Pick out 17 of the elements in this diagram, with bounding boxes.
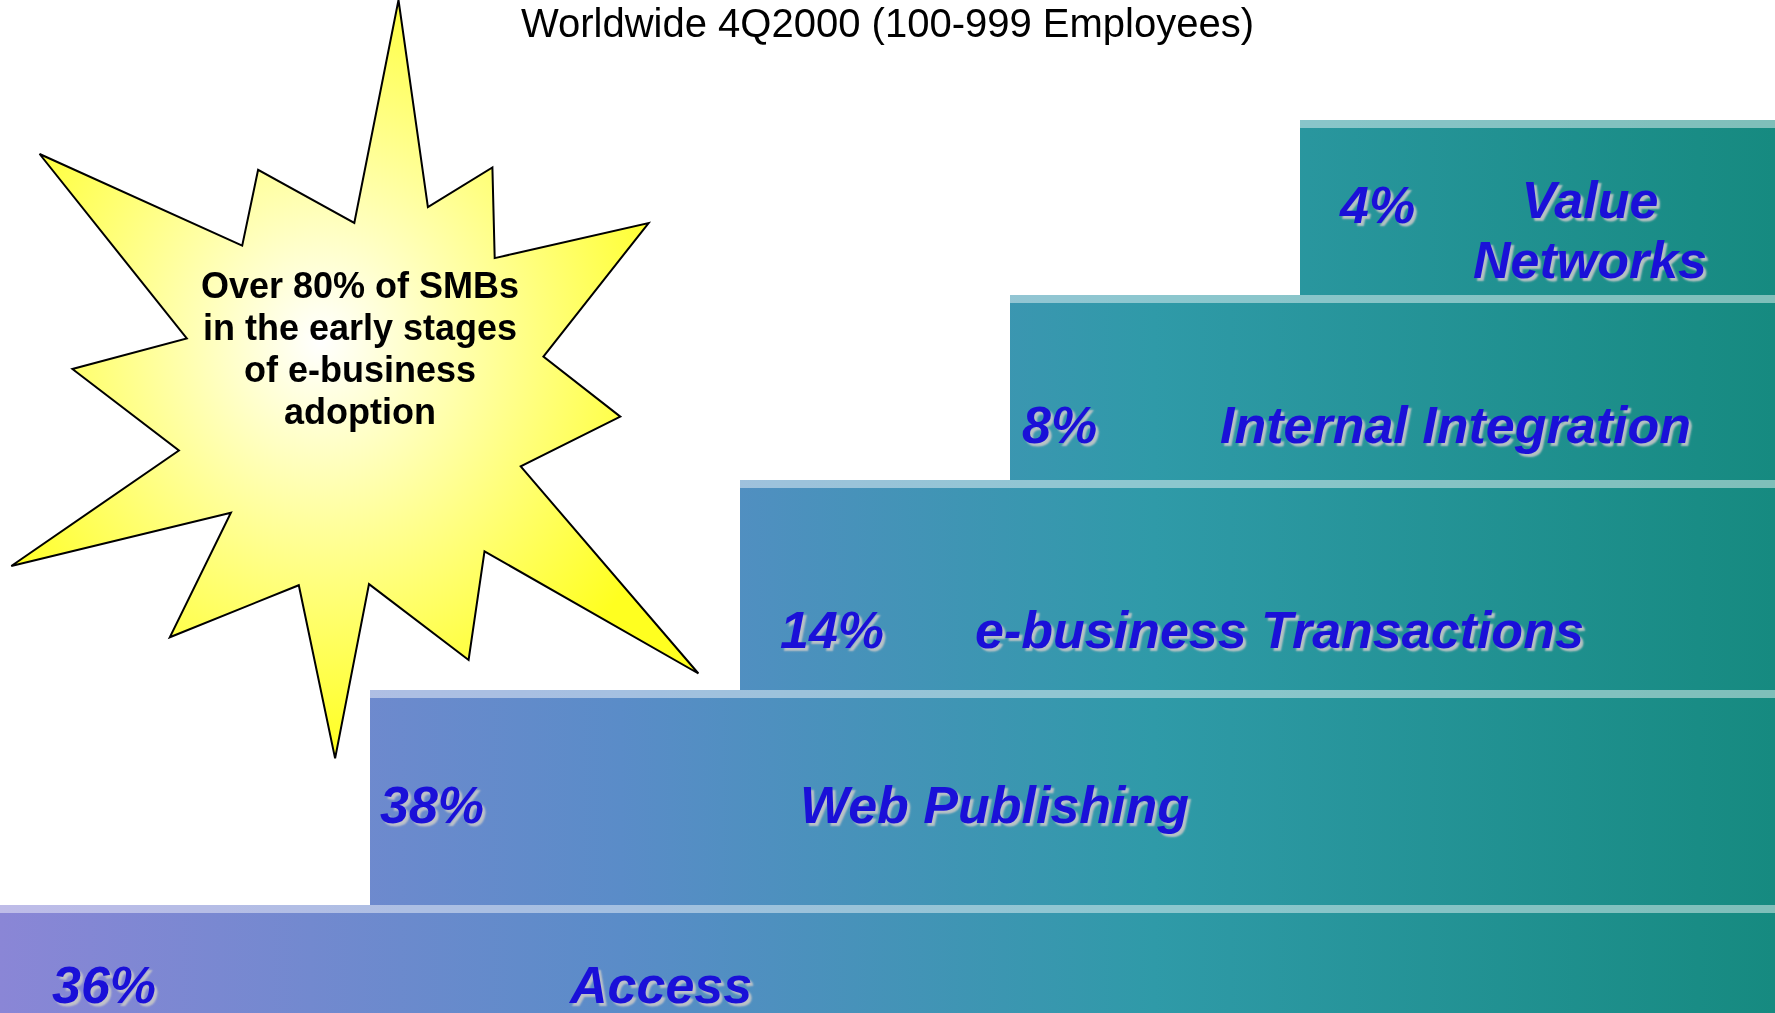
stage-step xyxy=(1010,295,1775,480)
percent-label: 36% xyxy=(52,955,157,1013)
percent-label: 38% xyxy=(380,775,485,835)
stage-label: Value Networks xyxy=(1471,170,1709,290)
percent-label: 4% xyxy=(1340,175,1416,235)
percent-label: 8% xyxy=(1022,395,1098,455)
stage-step xyxy=(740,480,1775,690)
stage-step xyxy=(0,905,1775,1013)
title: Worldwide 4Q2000 (100-999 Employees) xyxy=(520,0,1255,46)
stage-label: Web Publishing xyxy=(800,775,1190,835)
stage-step xyxy=(370,690,1775,905)
stage-step xyxy=(1300,120,1775,295)
stage-label: e-business Transactions xyxy=(975,600,1584,660)
callout-text: Over 80% of SMBs in the early stages of e-business adoption xyxy=(200,265,520,433)
stage-label: Access xyxy=(570,955,753,1013)
stage-label: Internal Integration xyxy=(1220,395,1691,455)
percent-label: 14% xyxy=(780,600,885,660)
